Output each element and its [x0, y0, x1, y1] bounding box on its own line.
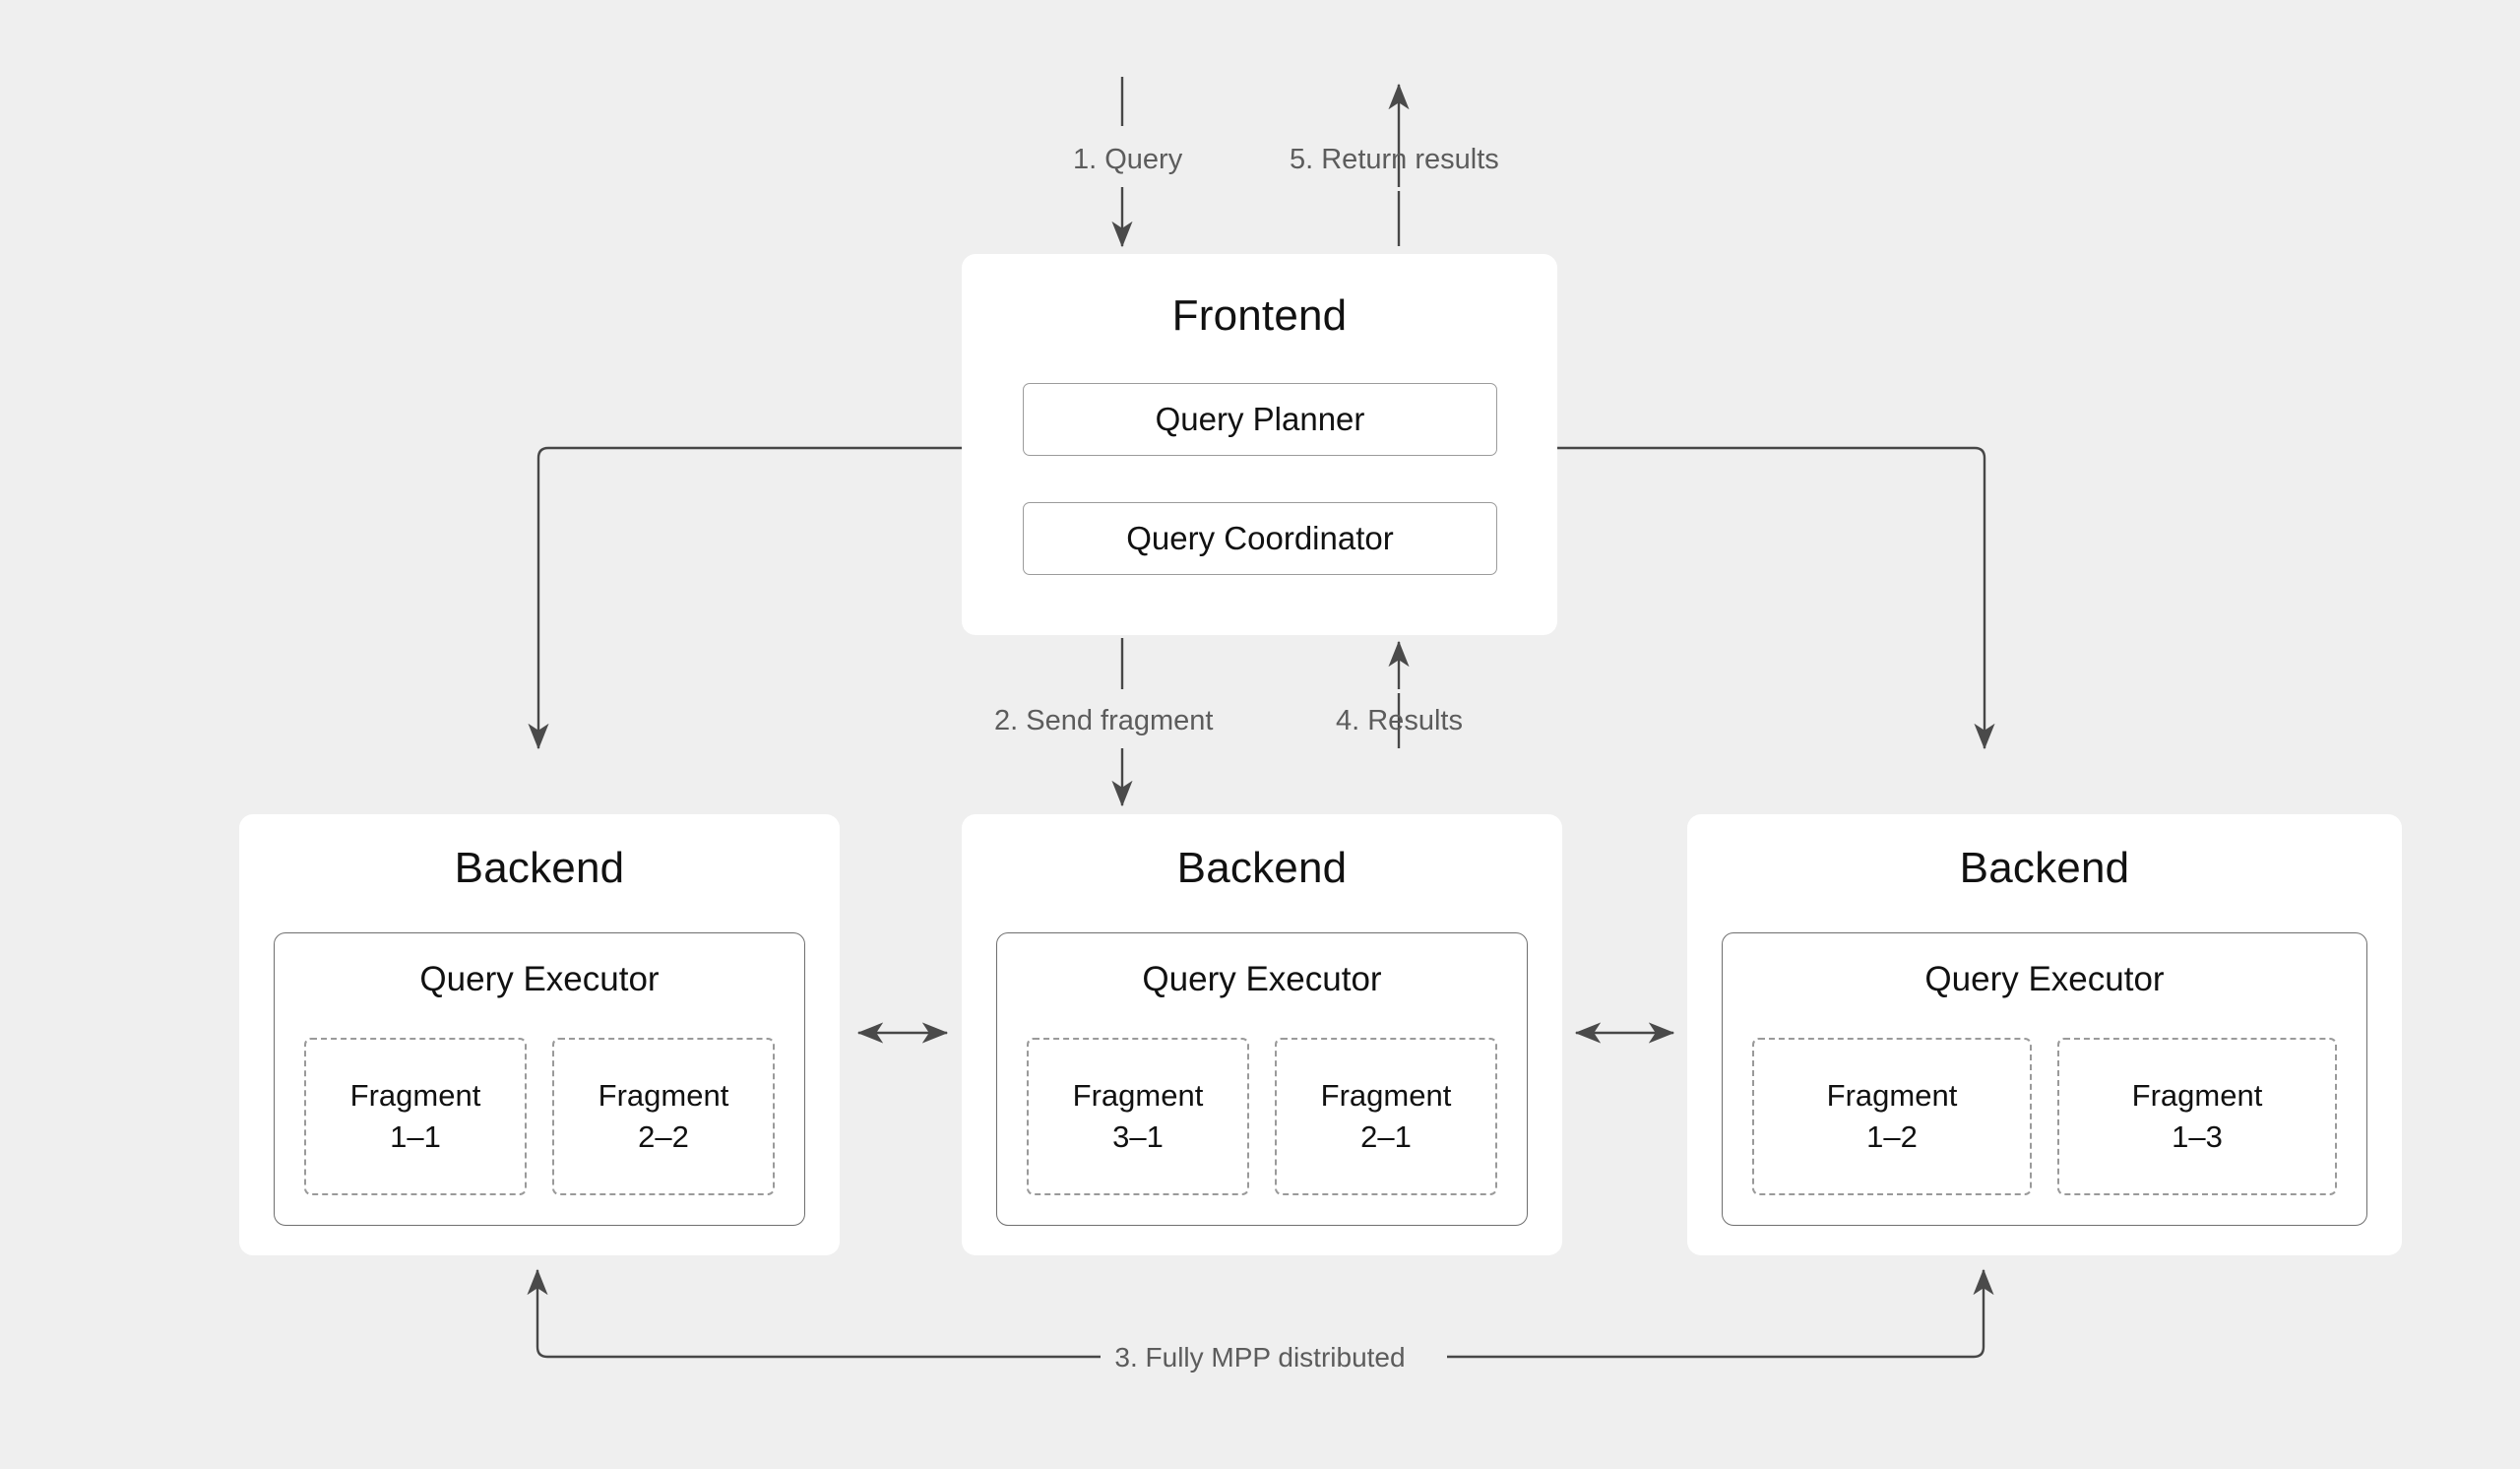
query-executor-right-label: Query Executor [1924, 960, 2165, 998]
fragment-id: 1–3 [2172, 1119, 2223, 1154]
query-executor-middle[interactable]: Query Executor Fragment 3–1 Fragment 2–1 [996, 932, 1528, 1226]
fragment-box[interactable]: Fragment 2–1 [1275, 1038, 1497, 1195]
backend-right-title: Backend [1959, 844, 2130, 892]
backend-node-right[interactable]: Backend Query Executor Fragment 1–2 Frag… [1687, 814, 2402, 1255]
query-planner-label: Query Planner [1155, 401, 1365, 437]
fragment-box[interactable]: Fragment 1–1 [304, 1038, 527, 1195]
query-executor-right[interactable]: Query Executor Fragment 1–2 Fragment 1–3 [1722, 932, 2367, 1226]
query-executor-left-label: Query Executor [419, 960, 660, 998]
fragment-box[interactable]: Fragment 3–1 [1027, 1038, 1249, 1195]
fragment-row-left: Fragment 1–1 Fragment 2–2 [304, 1038, 775, 1195]
query-executor-left[interactable]: Query Executor Fragment 1–1 Fragment 2–2 [274, 932, 805, 1226]
edge-label-mpp: 3. Fully MPP distributed [0, 1342, 2520, 1373]
query-executor-middle-label: Query Executor [1142, 960, 1382, 998]
fragment-id: 2–2 [638, 1119, 689, 1154]
edge-label-query: 1. Query [1073, 144, 1183, 175]
edge-frontend-to-right-backend [1557, 446, 1995, 750]
fragment-id: 3–1 [1112, 1119, 1164, 1154]
edge-label-mpp-text: 3. Fully MPP distributed [1101, 1342, 1419, 1373]
fragment-name: Fragment [1826, 1078, 1958, 1114]
fragment-row-right: Fragment 1–2 Fragment 1–3 [1752, 1038, 2337, 1195]
edge-label-return-results: 5. Return results [1290, 144, 1499, 175]
fragment-name: Fragment [349, 1078, 481, 1114]
fragment-name: Fragment [1320, 1078, 1452, 1114]
fragment-box[interactable]: Fragment 1–3 [2057, 1038, 2337, 1195]
fragment-box[interactable]: Fragment 1–2 [1752, 1038, 2032, 1195]
frontend-title: Frontend [1171, 291, 1348, 340]
fragment-name: Fragment [2131, 1078, 2263, 1114]
backend-node-left[interactable]: Backend Query Executor Fragment 1–1 Frag… [239, 814, 840, 1255]
backend-node-middle[interactable]: Backend Query Executor Fragment 3–1 Frag… [962, 814, 1562, 1255]
edge-label-results: 4. Results [1336, 705, 1463, 736]
backend-left-title: Backend [454, 844, 625, 892]
fragment-id: 1–2 [1866, 1119, 1918, 1154]
backend-middle-title: Backend [1176, 844, 1348, 892]
fragment-name: Fragment [598, 1078, 729, 1114]
fragment-id: 2–1 [1360, 1119, 1412, 1154]
fragment-id: 1–1 [390, 1119, 441, 1154]
query-coordinator-box[interactable]: Query Coordinator [1023, 502, 1497, 575]
query-planner-box[interactable]: Query Planner [1023, 383, 1497, 456]
fragment-row-middle: Fragment 3–1 Fragment 2–1 [1027, 1038, 1497, 1195]
fragment-box[interactable]: Fragment 2–2 [552, 1038, 775, 1195]
edge-frontend-to-left-backend [528, 446, 962, 750]
edge-label-send-fragment: 2. Send fragment [994, 705, 1214, 736]
fragment-name: Fragment [1072, 1078, 1204, 1114]
frontend-node[interactable]: Frontend Query Planner Query Coordinator [962, 254, 1557, 635]
query-coordinator-label: Query Coordinator [1126, 520, 1394, 556]
